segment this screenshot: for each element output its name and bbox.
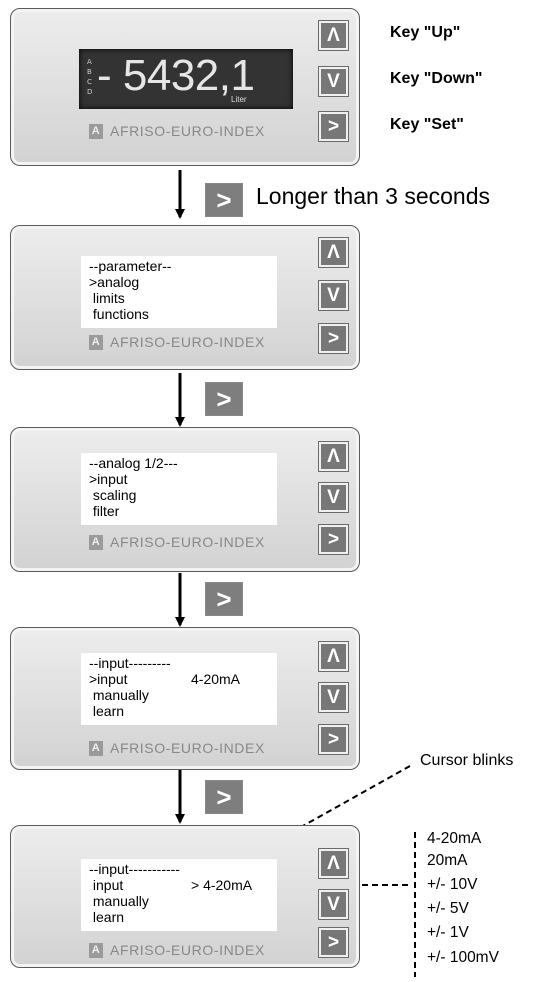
- input-edit-panel: --input----------- input manually learn …: [10, 825, 360, 968]
- menu-screen: --analog 1/2--- >input scaling filter: [81, 453, 277, 525]
- input-value: 4-20mA: [191, 671, 241, 687]
- option-item: +/- 10V: [427, 876, 478, 893]
- brand-logo-icon: A: [89, 942, 103, 958]
- main-display-panel: A B C D - 5432,1 Liter Λ V > A AFRISO-EU…: [10, 8, 360, 166]
- option-item: +/- 5V: [427, 900, 469, 917]
- key-set-label: Key "Set": [390, 116, 464, 133]
- set-step-button-4: >: [205, 780, 243, 814]
- input-menu-panel: --input--------- >input manually learn 4…: [10, 627, 360, 770]
- analog-menu-panel: --analog 1/2--- >input scaling filter Λ …: [10, 427, 360, 572]
- set-key-button[interactable]: >: [318, 323, 349, 354]
- hold-note: Longer than 3 seconds: [256, 183, 491, 209]
- option-item: +/- 100mV: [427, 949, 499, 966]
- set-key-button[interactable]: >: [318, 111, 349, 142]
- option-item: 4-20mA: [427, 830, 482, 847]
- brand-logo-icon: A: [89, 534, 103, 550]
- set-key-button[interactable]: >: [318, 724, 349, 755]
- brand: A AFRISO-EURO-INDEX: [89, 942, 265, 958]
- display-value: - 5432,1: [97, 51, 255, 100]
- brand: A AFRISO-EURO-INDEX: [89, 740, 265, 756]
- option-item: 20mA: [427, 852, 468, 869]
- brand: A AFRISO-EURO-INDEX: [89, 534, 265, 550]
- set-step-button-2: >: [205, 382, 243, 416]
- up-key-button[interactable]: Λ: [318, 641, 349, 672]
- brand-logo-icon: A: [89, 740, 103, 756]
- cursor-blinks-note: Cursor blinks: [420, 752, 514, 769]
- input-value-cursor: > 4-20mA: [191, 877, 253, 893]
- brand: A AFRISO-EURO-INDEX: [89, 334, 265, 350]
- up-key-button[interactable]: Λ: [318, 20, 349, 51]
- menu-screen: --input--------- >input manually learn 4…: [81, 653, 277, 725]
- down-key-button[interactable]: V: [318, 682, 349, 713]
- set-step-button-1: >: [205, 183, 243, 217]
- display-unit: Liter: [231, 95, 247, 104]
- down-key-button[interactable]: V: [318, 482, 349, 513]
- key-up-label: Key "Up": [390, 24, 461, 41]
- brand-logo-icon: A: [89, 334, 103, 350]
- down-key-button[interactable]: V: [318, 889, 349, 920]
- channel-letters: A B C D: [87, 58, 93, 96]
- up-key-button[interactable]: Λ: [318, 237, 349, 268]
- down-key-button[interactable]: V: [318, 280, 349, 311]
- set-key-button[interactable]: >: [318, 524, 349, 555]
- down-key-button[interactable]: V: [318, 66, 349, 97]
- option-item: +/- 1V: [427, 924, 469, 941]
- up-key-button[interactable]: Λ: [318, 848, 349, 879]
- set-step-button-3: >: [205, 582, 243, 616]
- set-key-button[interactable]: >: [318, 927, 349, 958]
- menu-screen: --input----------- input manually learn …: [81, 859, 277, 931]
- lcd-display: A B C D - 5432,1 Liter: [79, 49, 293, 109]
- brand: A AFRISO-EURO-INDEX: [89, 123, 265, 139]
- menu-screen: --parameter-- >analog limits functions: [81, 256, 277, 328]
- brand-logo-icon: A: [89, 123, 103, 139]
- key-down-label: Key "Down": [390, 70, 483, 87]
- up-key-button[interactable]: Λ: [318, 441, 349, 472]
- parameter-menu-panel: --parameter-- >analog limits functions Λ…: [10, 225, 360, 370]
